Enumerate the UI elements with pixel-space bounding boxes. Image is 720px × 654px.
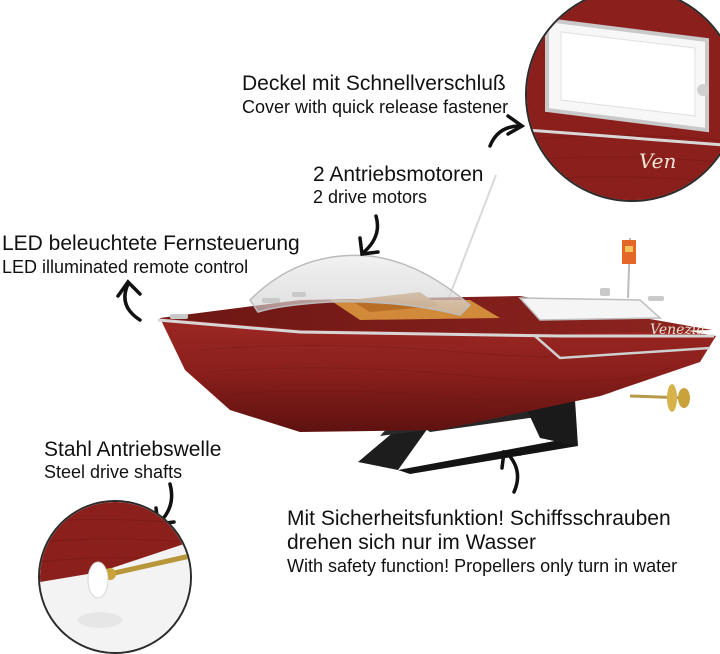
shafts-label-de: Stahl Antriebswelle	[44, 438, 222, 461]
antenna	[447, 174, 497, 301]
shafts-label-en: Steel drive shafts	[44, 462, 183, 482]
cover-detail-inset: Ven	[525, 0, 720, 202]
arrow-cover	[488, 114, 526, 148]
shaft-detail-inset	[38, 500, 192, 654]
arrow-motors	[358, 214, 380, 256]
boat-scene: Venezia	[116, 114, 716, 526]
safety-label-de-line2: drehen sich nur im Wasser	[287, 531, 536, 554]
stern-flag	[622, 237, 636, 299]
shaft-detail-image	[40, 502, 190, 652]
arrow-remote	[116, 279, 142, 322]
remote-label-de: LED beleuchtete Fernsteuerung	[2, 232, 300, 255]
arrow-safety	[500, 450, 522, 494]
chrome-rail	[157, 318, 714, 338]
rear-hatch	[518, 297, 662, 321]
motors-label-de: 2 Antriebsmotoren	[313, 163, 484, 186]
windshield	[249, 254, 472, 316]
motors-label-en: 2 drive motors	[313, 187, 428, 207]
safety-label-de-line1: Mit Sicherheitsfunktion! Schiffsschraube…	[287, 507, 671, 530]
propeller-shaft	[629, 384, 690, 412]
remote-label-en: LED illuminated remote control	[2, 257, 249, 277]
cover-detail-image: Ven	[527, 0, 720, 200]
cover-inset-name-text: Ven	[639, 149, 676, 173]
cover-label-en: Cover with quick release fastener	[242, 97, 509, 117]
safety-label-en: With safety function! Propellers only tu…	[287, 556, 678, 576]
hull-name-text: Venezia	[650, 322, 705, 338]
cover-label-de: Deckel mit Schnellverschluß	[242, 72, 506, 95]
